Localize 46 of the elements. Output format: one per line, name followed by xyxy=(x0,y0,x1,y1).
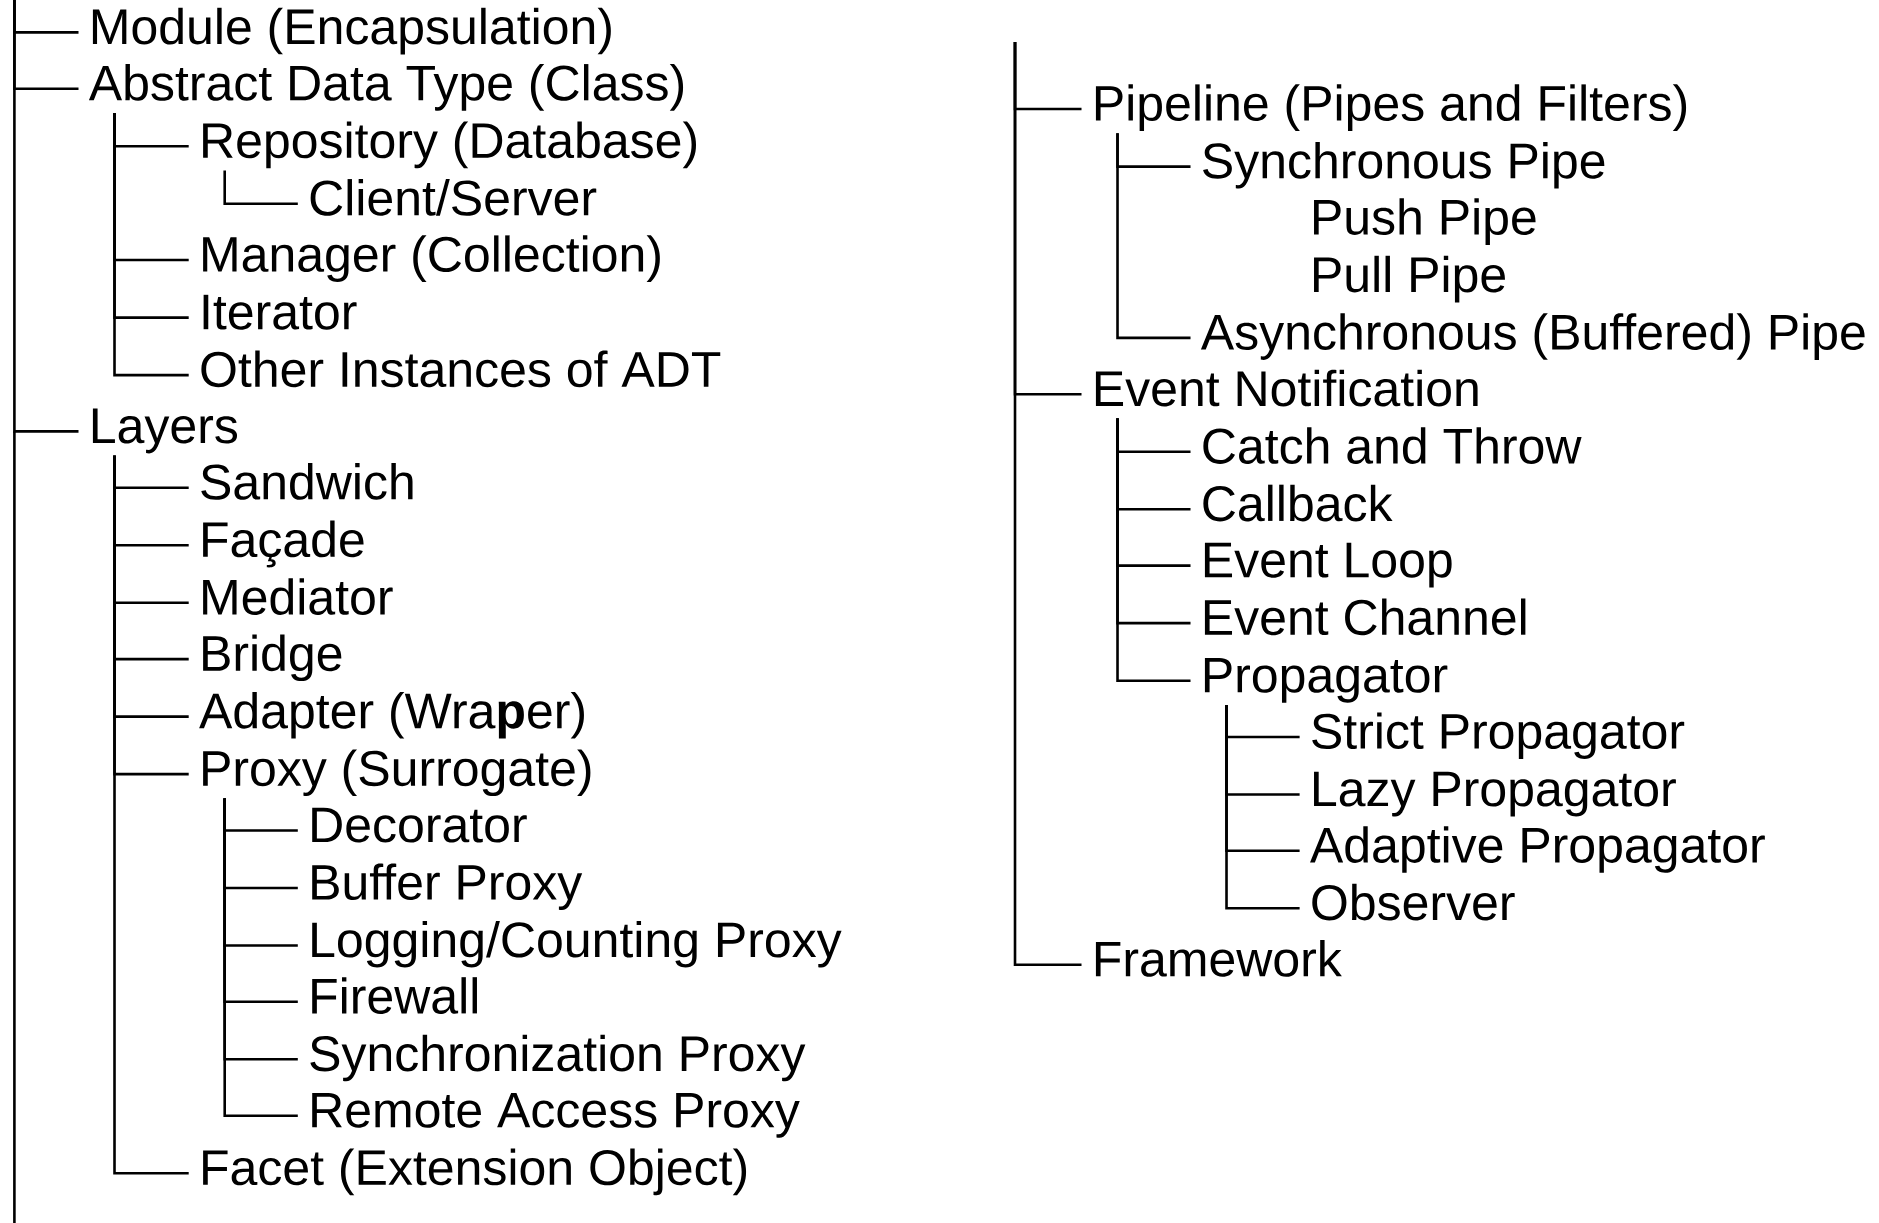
tree-item: Callback xyxy=(1203,484,1393,522)
tree-item: Synchronization Proxy xyxy=(310,1034,806,1082)
tree-connector xyxy=(13,0,79,433)
tree-connector xyxy=(1116,133,1191,340)
tree-item: Asynchronous (Buffered) Pipe xyxy=(1200,313,1865,360)
tree-item: Adapter (Wraper) xyxy=(199,692,584,739)
tree-connector xyxy=(223,798,298,1117)
tree-item: Other Instances of ADT xyxy=(201,350,721,388)
tree-connector xyxy=(1013,41,1082,966)
tree-item: Logging/Counting Proxy xyxy=(312,920,842,968)
tree-item: Observer xyxy=(1312,883,1515,921)
tree-item: Event Notification xyxy=(1095,369,1478,407)
tree-item: Pull Pipe xyxy=(1314,255,1505,303)
tree-item: Module (Encapsulation) xyxy=(92,7,611,55)
tree-item: Event Channel xyxy=(1204,598,1526,636)
tree-item: Strict Propagator xyxy=(1312,712,1685,759)
tree-item: Sandwich xyxy=(201,463,413,500)
tree-item: Synchronous Pipe xyxy=(1203,141,1605,189)
tree-item: Client/Server xyxy=(310,179,597,216)
tree-item: Event Loop xyxy=(1204,542,1452,588)
tree-connector xyxy=(113,455,189,1175)
tree-item: Catch and Throw xyxy=(1203,427,1582,464)
tree-item: Facet (Extension Object) xyxy=(203,1148,747,1196)
tree-connector xyxy=(223,170,298,205)
tree-item: Remote Access Proxy xyxy=(312,1092,800,1138)
tree-item: Pipeline (Pipes and Filters) xyxy=(1095,84,1687,131)
tree-item: Buffer Proxy xyxy=(312,863,583,910)
tree-item: Framework xyxy=(1095,940,1342,977)
tree-item: Mediator xyxy=(203,578,393,615)
tree-connector xyxy=(113,113,189,377)
tree-item: Lazy Propagator xyxy=(1314,771,1676,817)
tree-item: Façade xyxy=(203,520,364,568)
tree-connector xyxy=(1225,705,1300,910)
tree-item: Push Pipe xyxy=(1314,198,1536,245)
tree-item: Decorator xyxy=(312,807,527,843)
tree-item: Bridge xyxy=(203,634,342,682)
tree-item: Layers xyxy=(92,408,238,454)
tree-item: Abstract Data Type (Class) xyxy=(88,64,684,111)
tree-item: Manager (Collection) xyxy=(203,235,660,282)
tree-item: Firewall xyxy=(312,977,477,1014)
tree-item: Adaptive Propagator xyxy=(1310,826,1765,873)
tree-item: Iterator xyxy=(203,294,357,330)
tree-item: Repository (Database) xyxy=(203,121,696,169)
tree-item: Propagator xyxy=(1204,657,1448,703)
tree-connector xyxy=(1116,418,1191,682)
tree-item: Proxy (Surrogate) xyxy=(203,749,591,797)
